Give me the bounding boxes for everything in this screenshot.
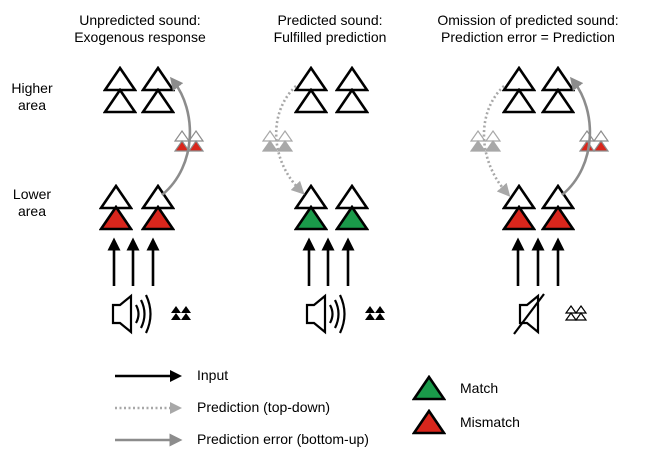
panel-1-title-line2: Exogenous response — [74, 29, 206, 45]
higher-unit-triangle — [294, 66, 328, 92]
panel-2 — [261, 66, 385, 335]
higher-unit-triangle — [541, 66, 575, 92]
higher-area-label: Higher area — [2, 80, 62, 114]
higher-unit-triangle — [541, 88, 575, 114]
speaker-icon — [305, 293, 346, 335]
match-triangle — [335, 205, 369, 231]
higher-unit-triangle — [294, 88, 328, 114]
panel-3-higher-units — [502, 66, 575, 114]
legend-input-label: Input — [197, 367, 229, 383]
panel-1-sound-token — [171, 306, 191, 320]
higher-unit-triangle — [502, 88, 536, 114]
legend-prediction-label: Prediction (top-down) — [197, 399, 331, 415]
panel-1-prediction-error-arrow — [161, 76, 192, 196]
panel-1-lower-units — [99, 184, 175, 231]
panel-2-prediction-signal — [261, 129, 294, 152]
legend-mismatch-triangle — [412, 409, 446, 435]
panel-2-title-line1: Predicted sound: — [277, 12, 383, 28]
panel-1-error-signal — [173, 129, 205, 152]
lower-unit-triangle — [502, 184, 536, 210]
panel-3-title-line2: Prediction error = Prediction — [441, 29, 615, 45]
panel-2-input-arrows — [302, 237, 355, 286]
panel-3 — [469, 66, 610, 335]
higher-unit-triangle — [103, 88, 137, 114]
speaker-muted-icon — [513, 293, 545, 335]
higher-area-label-line1: Higher — [11, 80, 53, 96]
panel-3-sound-token — [564, 304, 588, 321]
speaker-icon — [111, 293, 152, 335]
lower-area-label: Lower area — [2, 186, 62, 220]
panel-2-sound-token — [365, 306, 385, 320]
panel-1-input-arrows — [107, 237, 160, 286]
higher-unit-triangle — [141, 66, 175, 92]
higher-unit-triangle — [335, 66, 369, 92]
lower-unit-triangle — [99, 184, 133, 210]
panel-2-prediction-arrow — [274, 85, 305, 195]
panel-3-input-arrows — [511, 237, 565, 286]
lower-unit-triangle — [335, 184, 369, 210]
higher-unit-triangle — [103, 66, 137, 92]
mismatch-triangle — [541, 205, 575, 231]
lower-area-label-line2: area — [17, 203, 47, 219]
panel-1 — [99, 66, 205, 335]
panel-3-title: Omission of predicted sound: Prediction … — [418, 12, 638, 46]
panel-3-lower-units — [502, 184, 575, 231]
lower-area-label-line1: Lower — [12, 186, 52, 202]
panel-1-title: Unpredicted sound: Exogenous response — [30, 12, 250, 46]
legend-prediction-error-label: Prediction error (bottom-up) — [197, 431, 369, 447]
panel-3-error-signal — [578, 129, 610, 152]
lower-unit-triangle — [294, 184, 328, 210]
panel-2-title-line2: Fulfilled prediction — [273, 29, 387, 45]
panel-3-prediction-signal — [469, 129, 502, 152]
higher-unit-triangle — [502, 66, 536, 92]
legend-match-triangle — [412, 375, 446, 401]
legend-match-label: Match — [460, 380, 499, 396]
panel-2-lower-units — [294, 184, 369, 231]
legend — [115, 370, 446, 447]
higher-unit-triangle — [141, 88, 175, 114]
higher-unit-triangle — [335, 88, 369, 114]
mismatch-triangle — [502, 205, 536, 231]
panel-2-title: Predicted sound: Fulfilled prediction — [220, 12, 440, 46]
legend-mismatch-label: Mismatch — [460, 414, 520, 430]
panel-1-title-line1: Unpredicted sound: — [79, 12, 201, 28]
panel-3-title-line1: Omission of predicted sound: — [437, 12, 619, 28]
mismatch-triangle — [141, 205, 175, 231]
match-triangle — [294, 205, 328, 231]
panel-2-higher-units — [294, 66, 369, 114]
higher-area-label-line2: area — [17, 97, 47, 113]
mismatch-triangle — [99, 205, 133, 231]
panel-1-higher-units — [103, 66, 175, 114]
panel-3-prediction-error-arrow — [561, 76, 592, 196]
